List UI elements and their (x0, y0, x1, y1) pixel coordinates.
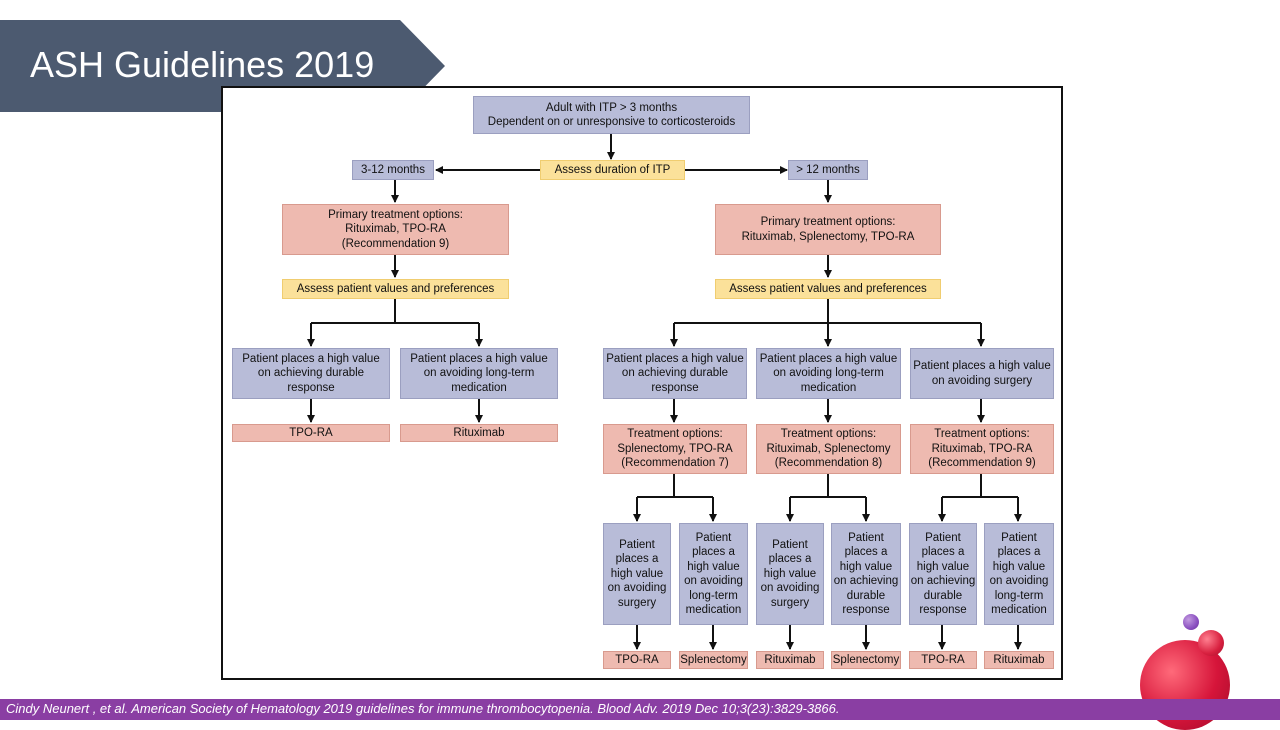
left-value-durable: Patient places a high value on achieving… (232, 348, 390, 399)
treatment-rec-9: Treatment options: Rituximab, TPO-RA (Re… (910, 424, 1054, 474)
slide-title: ASH Guidelines 2019 (30, 44, 375, 85)
treatment-rec-7: Treatment options: Splenectomy, TPO-RA (… (603, 424, 747, 474)
result-2-text: Splenectomy (680, 653, 747, 666)
treatment-rec-9-text: Treatment options: Rituximab, TPO-RA (Re… (928, 428, 1036, 470)
result-2: Splenectomy (679, 651, 748, 669)
result-4-text: Splenectomy (832, 653, 900, 666)
right-primary-text: Primary treatment options: Rituximab, Sp… (741, 216, 915, 243)
left-value-longterm: Patient places a high value on avoiding … (400, 348, 558, 399)
citation: Cindy Neunert , et al. American Society … (6, 701, 840, 716)
left-value-longterm-text: Patient places a high value on avoiding … (410, 352, 548, 394)
result-1-text: TPO-RA (615, 653, 659, 666)
assess-duration-text: Assess duration of ITP (554, 163, 671, 176)
sub-value-4: Patient places a high value on achieving… (831, 523, 901, 625)
decorative-bubble-medium (1198, 630, 1224, 656)
sub-value-5: Patient places a high value on achieving… (909, 523, 977, 625)
result-6-text: Rituximab (993, 653, 1045, 666)
result-6: Rituximab (984, 651, 1054, 669)
duration-over-12-node: > 12 months (788, 160, 868, 180)
result-3: Rituximab (756, 651, 824, 669)
left-assess-node: Assess patient values and preferences (282, 279, 509, 299)
sub-value-2-text: Patient places a high value on avoiding … (684, 531, 743, 617)
treatment-rec-7-text: Treatment options: Splenectomy, TPO-RA (… (617, 428, 733, 470)
right-assess-node: Assess patient values and preferences (715, 279, 941, 299)
left-result-rituximab: Rituximab (400, 424, 558, 442)
decorative-bubble-small (1183, 614, 1199, 630)
sub-value-3: Patient places a high value on avoiding … (756, 523, 824, 625)
result-5: TPO-RA (909, 651, 977, 669)
sub-value-3-text: Patient places a high value on avoiding … (760, 538, 820, 609)
right-value-longterm: Patient places a high value on avoiding … (756, 348, 901, 399)
result-3-text: Rituximab (764, 653, 816, 666)
right-assess-text: Assess patient values and preferences (729, 282, 927, 295)
right-value-longterm-text: Patient places a high value on avoiding … (759, 352, 898, 394)
right-primary-node: Primary treatment options: Rituximab, Sp… (715, 204, 941, 255)
sub-value-2: Patient places a high value on avoiding … (679, 523, 748, 625)
footer-bar (0, 699, 1280, 720)
sub-value-5-text: Patient places a high value on achieving… (910, 531, 976, 617)
sub-value-6: Patient places a high value on avoiding … (984, 523, 1054, 625)
left-primary-node: Primary treatment options: Rituximab, TP… (282, 204, 509, 255)
sub-value-4-text: Patient places a high value on achieving… (833, 531, 899, 617)
sub-value-1: Patient places a high value on avoiding … (603, 523, 671, 625)
sub-value-1-text: Patient places a high value on avoiding … (607, 538, 667, 609)
duration-3-12-text: 3-12 months (361, 163, 425, 176)
start-node: Adult with ITP > 3 months Dependent on o… (473, 96, 750, 134)
assess-duration-node: Assess duration of ITP (540, 160, 685, 180)
duration-over-12-text: > 12 months (796, 163, 860, 176)
duration-3-12-node: 3-12 months (352, 160, 434, 180)
left-result-tpo-ra: TPO-RA (232, 424, 390, 442)
right-value-durable-text: Patient places a high value on achieving… (606, 352, 744, 394)
left-primary-text: Primary treatment options: Rituximab, TP… (328, 208, 463, 250)
start-node-text: Adult with ITP > 3 months Dependent on o… (487, 101, 736, 129)
right-value-surgery-text: Patient places a high value on avoiding … (913, 360, 1051, 387)
left-assess-text: Assess patient values and preferences (296, 282, 495, 295)
right-value-surgery: Patient places a high value on avoiding … (910, 348, 1054, 399)
right-value-durable: Patient places a high value on achieving… (603, 348, 747, 399)
left-result-rituximab-text: Rituximab (453, 426, 505, 439)
treatment-rec-8: Treatment options: Rituximab, Splenectom… (756, 424, 901, 474)
result-5-text: TPO-RA (921, 653, 965, 666)
left-result-tpo-ra-text: TPO-RA (289, 426, 333, 439)
treatment-rec-8-text: Treatment options: Rituximab, Splenectom… (766, 428, 891, 470)
sub-value-6-text: Patient places a high value on avoiding … (989, 531, 1049, 617)
result-4: Splenectomy (831, 651, 901, 669)
result-1: TPO-RA (603, 651, 671, 669)
left-value-durable-text: Patient places a high value on achieving… (242, 352, 380, 394)
